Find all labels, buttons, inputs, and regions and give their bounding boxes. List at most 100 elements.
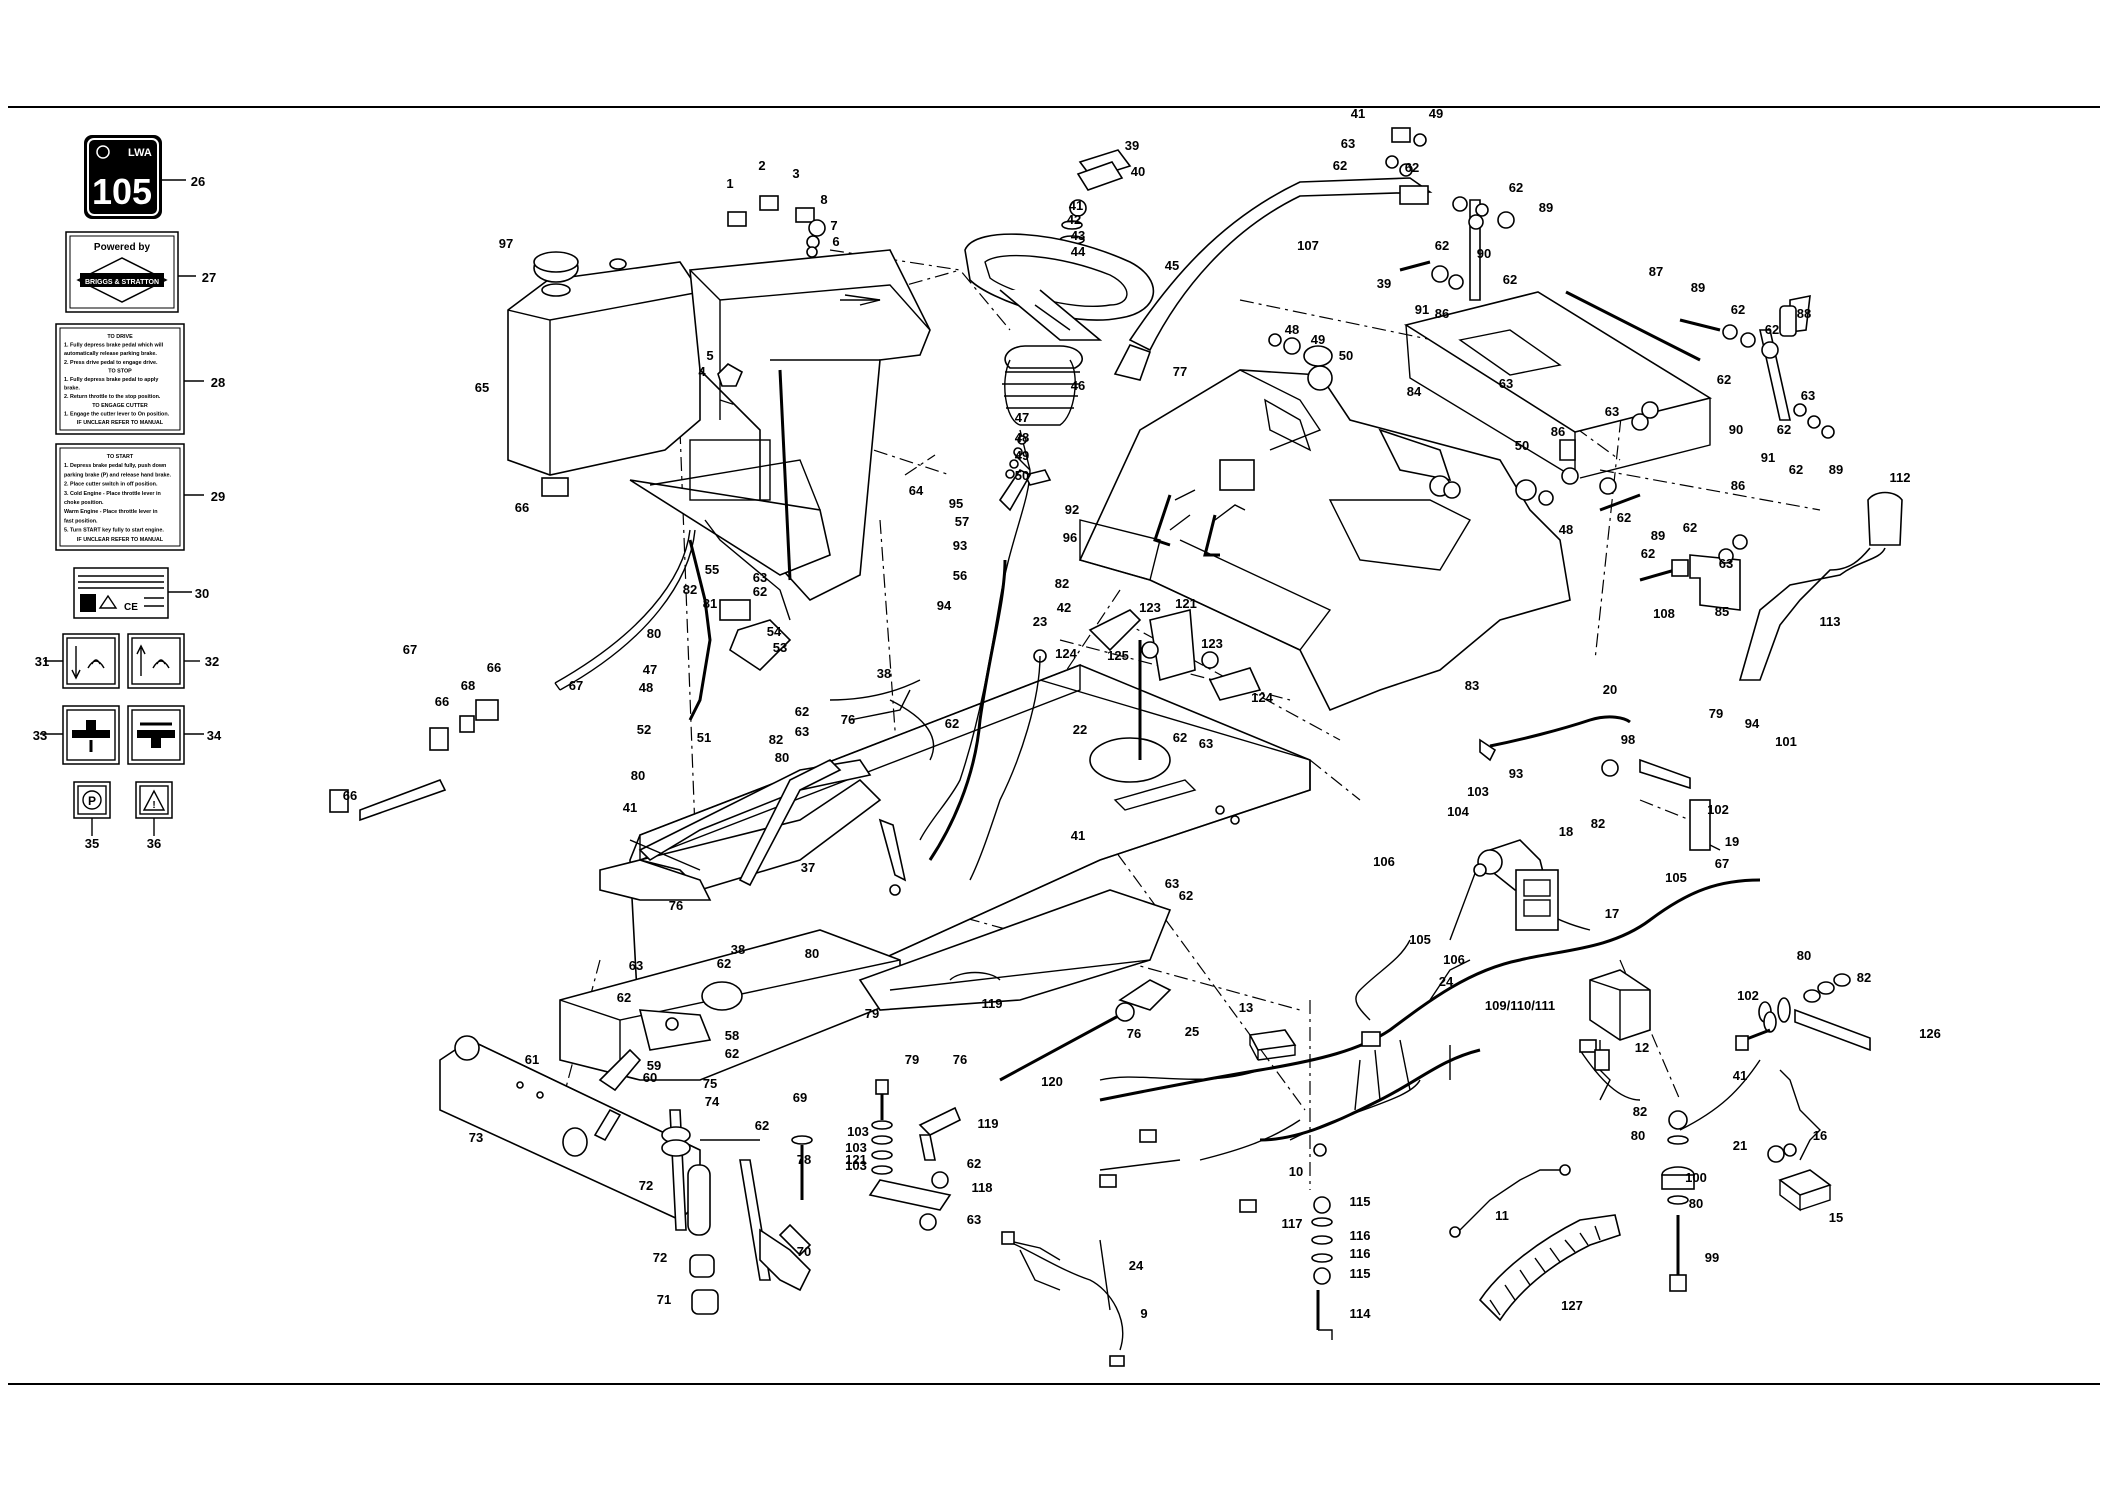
callout-label: 62 bbox=[1333, 158, 1347, 173]
callout-label: 35 bbox=[85, 836, 99, 851]
decal-text-line: fast position. bbox=[64, 518, 98, 524]
decal-105: LWA 105 bbox=[84, 135, 162, 219]
decal-text-line: 2. Press drive pedal to engage drive. bbox=[64, 360, 158, 366]
callout-label: 25 bbox=[1185, 1024, 1199, 1039]
callout-label: 45 bbox=[1165, 258, 1179, 273]
dash-knobs bbox=[717, 195, 826, 387]
decal-text-line: Warm Engine - Place throttle lever in bbox=[64, 509, 158, 515]
callout-label: 79 bbox=[905, 1052, 919, 1067]
callout-label: 116 bbox=[1350, 1228, 1371, 1243]
callout-label: 63 bbox=[1605, 404, 1619, 419]
callout-label: 62 bbox=[1509, 180, 1523, 195]
callout-label: 115 bbox=[1350, 1194, 1371, 1209]
decal-text-line: TO STOP bbox=[108, 368, 132, 374]
callout-label: 6 bbox=[832, 234, 839, 249]
callout-label: 85 bbox=[1715, 604, 1729, 619]
callout-label: 97 bbox=[499, 236, 513, 251]
svg-text:!: ! bbox=[152, 800, 155, 811]
fuel-tank bbox=[507, 251, 701, 497]
pivot-brackets bbox=[1088, 608, 1262, 760]
callout-label: 102 bbox=[1737, 988, 1759, 1003]
callout-label: 63 bbox=[1165, 876, 1179, 891]
callout-label: 123 bbox=[1201, 636, 1223, 651]
decal-36: ! bbox=[135, 781, 173, 819]
callout-label: 21 bbox=[1733, 1138, 1747, 1153]
warning-icon bbox=[142, 789, 166, 811]
callout-label: 84 bbox=[1407, 384, 1422, 399]
callout-label: 63 bbox=[1341, 136, 1355, 151]
decal-31 bbox=[62, 633, 120, 689]
callout-label: 7 bbox=[830, 218, 837, 233]
callout-label: 66 bbox=[487, 660, 501, 675]
callout-label: 62 bbox=[617, 990, 631, 1005]
callout-label: 29 bbox=[211, 489, 225, 504]
callout-label: 79 bbox=[1709, 706, 1723, 721]
callout-label: 76 bbox=[841, 712, 855, 727]
tie-rods bbox=[593, 1048, 811, 1292]
callout-label: 62 bbox=[945, 716, 959, 731]
decal-27-line2: BRIGGS & STRATTON bbox=[85, 279, 159, 286]
rod-126 bbox=[1758, 997, 1871, 1052]
callout-label: 18 bbox=[1559, 824, 1573, 839]
callout-label: 38 bbox=[731, 942, 745, 957]
callout-label: 2 bbox=[758, 158, 765, 173]
callout-label: 48 bbox=[1559, 522, 1573, 537]
callout-label: 109/110/111 bbox=[1485, 998, 1555, 1013]
callout-label: 41 bbox=[1071, 828, 1085, 843]
fuel-line-hose bbox=[329, 529, 696, 822]
bolts-right-side bbox=[1735, 973, 1851, 1051]
callout-label: 47 bbox=[1015, 410, 1029, 425]
callout-label: 81 bbox=[703, 596, 717, 611]
top-rule bbox=[8, 106, 2100, 108]
callout-label: 86 bbox=[1731, 478, 1745, 493]
wire-11 bbox=[1449, 1164, 1571, 1238]
decal-35: P bbox=[73, 781, 111, 819]
callout-label: 78 bbox=[797, 1152, 811, 1167]
callout-label: 62 bbox=[753, 584, 767, 599]
bracket-85 bbox=[1689, 554, 1741, 611]
callout-label: 63 bbox=[1499, 376, 1513, 391]
callout-label: 50 bbox=[1339, 348, 1353, 363]
callout-label: 23 bbox=[1033, 614, 1047, 629]
callout-label: 98 bbox=[1621, 732, 1635, 747]
callout-label: 91 bbox=[1761, 450, 1775, 465]
db-icon bbox=[96, 145, 110, 159]
callout-label: 79 bbox=[865, 1006, 879, 1021]
left-pedal bbox=[599, 839, 712, 901]
callout-label: 119 bbox=[982, 996, 1003, 1011]
callout-label: 63 bbox=[795, 724, 809, 739]
box-13 bbox=[1248, 1029, 1297, 1061]
callout-label: 73 bbox=[469, 1130, 483, 1145]
callout-label: 62 bbox=[1405, 160, 1419, 175]
cable-20 bbox=[1479, 715, 1631, 762]
callout-label: 62 bbox=[755, 1118, 769, 1133]
wiring-harness bbox=[1099, 849, 1761, 1213]
callout-label: 66 bbox=[343, 788, 357, 803]
callout-label: 67 bbox=[569, 678, 583, 693]
callout-label: 89 bbox=[1651, 528, 1665, 543]
callout-label: 66 bbox=[515, 500, 529, 515]
callout-label: 70 bbox=[797, 1244, 811, 1259]
decal-text-line: 2. Return throttle to the stop position. bbox=[64, 394, 161, 400]
decal-text-line: brake. bbox=[64, 386, 80, 392]
callout-label: 1 bbox=[726, 176, 733, 191]
callout-label: 49 bbox=[1311, 332, 1325, 347]
callout-label: 48 bbox=[1285, 322, 1299, 337]
callout-label: 65 bbox=[475, 380, 489, 395]
ignition-switch bbox=[1473, 839, 1559, 931]
callout-label: 125 bbox=[1107, 648, 1129, 663]
decal-text-line: 1. Fully depress brake pedal which will bbox=[64, 343, 164, 349]
decal-34 bbox=[127, 705, 185, 765]
callout-label: 74 bbox=[705, 1094, 720, 1109]
callout-label: 4 bbox=[698, 364, 706, 379]
callout-label: 62 bbox=[725, 1046, 739, 1061]
callout-label: 37 bbox=[801, 860, 815, 875]
callout-label: 63 bbox=[1199, 736, 1213, 751]
callout-label: 113 bbox=[1820, 614, 1841, 629]
callout-label: 96 bbox=[1063, 530, 1077, 545]
decal-26-number: 105 bbox=[92, 171, 152, 212]
callout-label: 106 bbox=[1443, 952, 1465, 967]
callout-label: 3 bbox=[792, 166, 799, 181]
callout-label: 120 bbox=[1041, 1074, 1063, 1089]
